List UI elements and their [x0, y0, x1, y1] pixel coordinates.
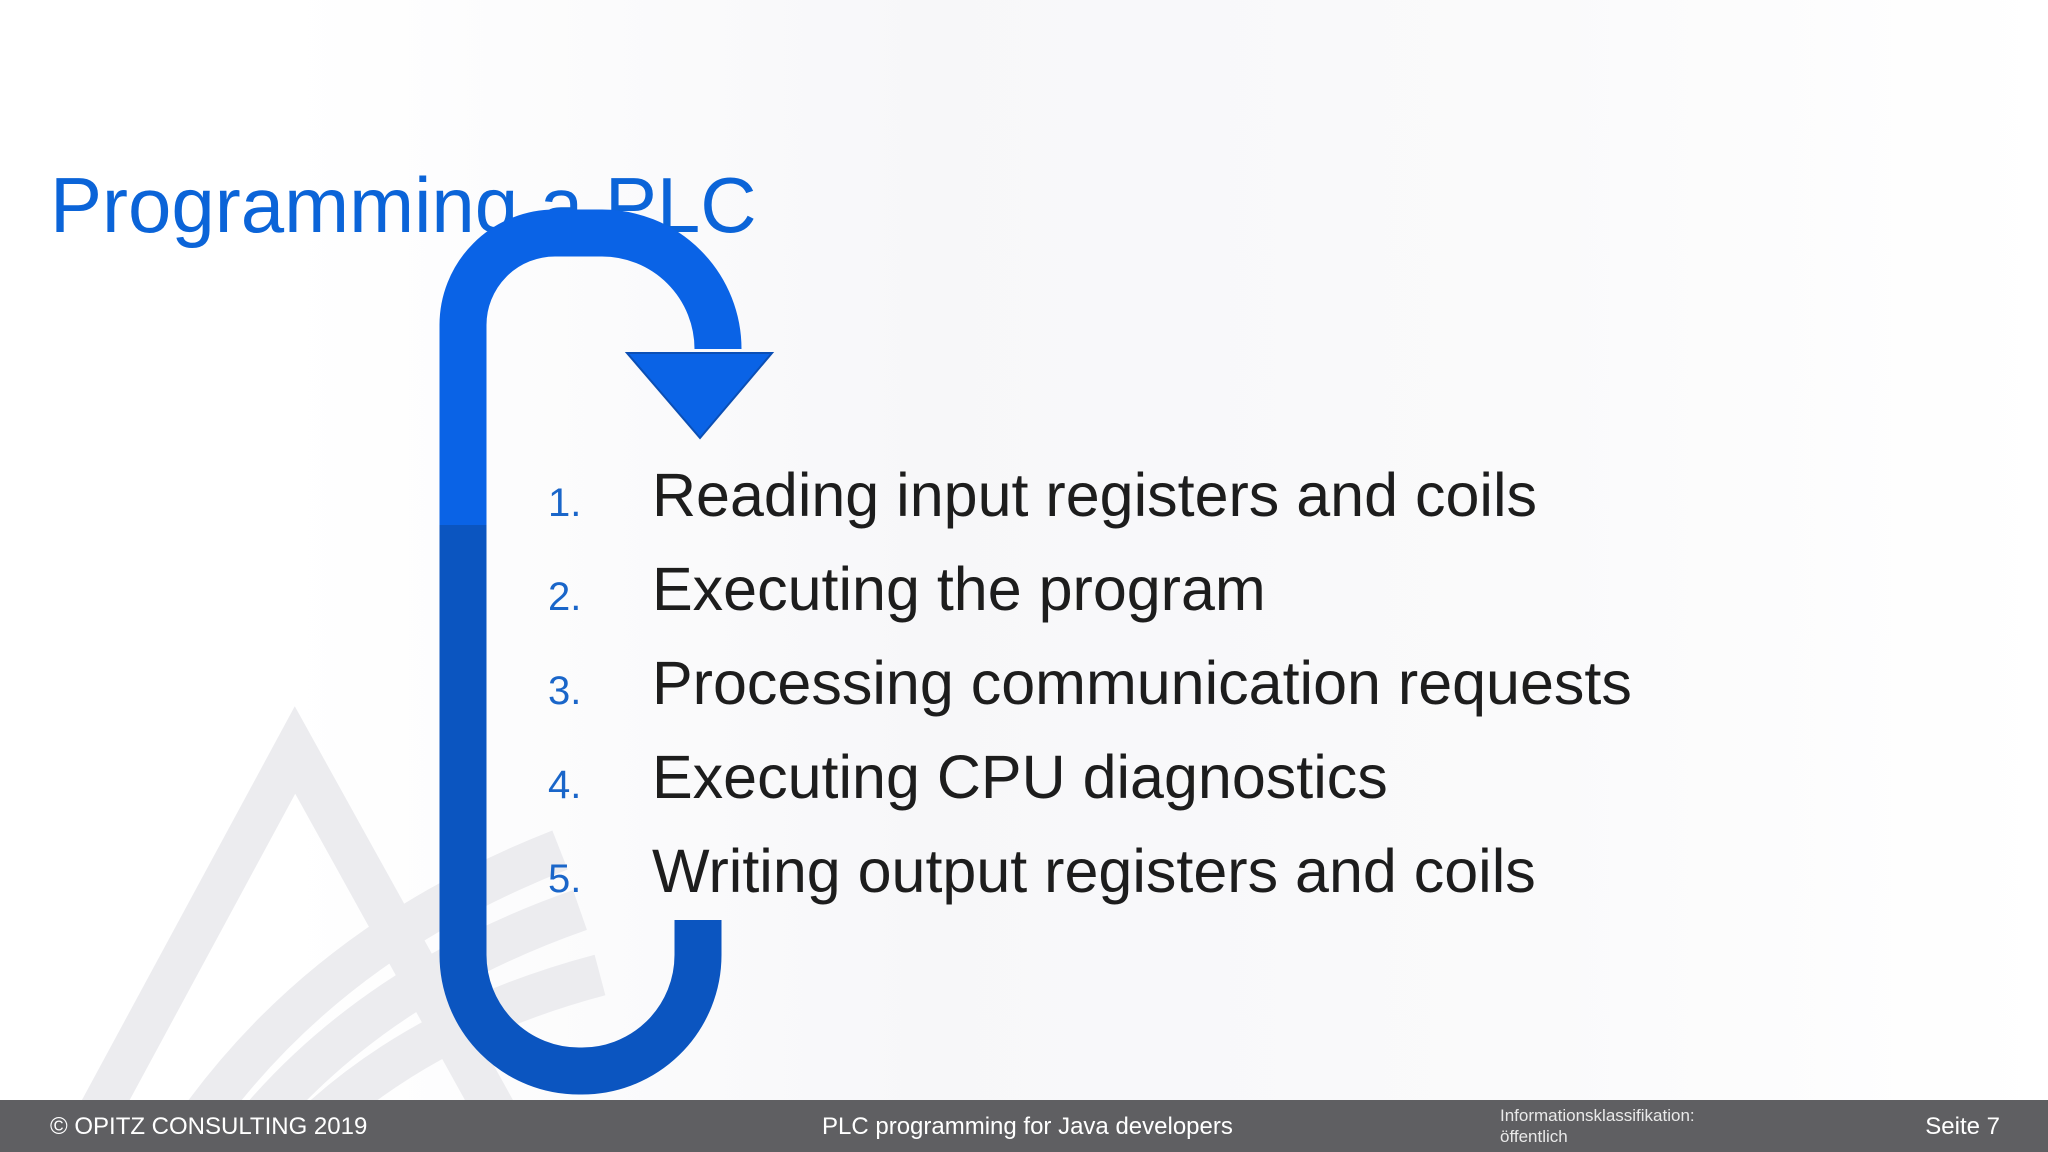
- list-item: 4. Executing CPU diagnostics: [548, 730, 1632, 824]
- footer-classification: Informationsklassifikation: öffentlich: [1500, 1105, 1695, 1147]
- step-number: 1.: [548, 480, 582, 525]
- step-number: 3.: [548, 668, 582, 713]
- classification-label: Informationsklassifikation:: [1500, 1106, 1695, 1125]
- step-text: Executing CPU diagnostics: [652, 743, 1388, 811]
- classification-value: öffentlich: [1500, 1127, 1568, 1146]
- footer-bar: © OPITZ CONSULTING 2019 PLC programming …: [0, 1100, 2048, 1152]
- step-number: 4.: [548, 762, 582, 807]
- footer-copyright: © OPITZ CONSULTING 2019: [50, 1113, 368, 1140]
- watermark-logo-icon: [81, 706, 606, 1100]
- list-item: 3. Processing communication requests: [548, 636, 1632, 730]
- footer-presentation-title: PLC programming for Java developers: [822, 1113, 1233, 1140]
- list-item: 5. Writing output registers and coils: [548, 824, 1632, 918]
- step-text: Reading input registers and coils: [652, 461, 1538, 529]
- step-text: Writing output registers and coils: [652, 837, 1536, 905]
- list-item: 1. Reading input registers and coils: [548, 448, 1632, 542]
- step-number: 5.: [548, 856, 582, 901]
- page-number: Seite 7: [1925, 1113, 2000, 1140]
- list-item: 2. Executing the program: [548, 542, 1632, 636]
- step-text: Executing the program: [652, 555, 1266, 623]
- step-number: 2.: [548, 574, 582, 619]
- step-text: Processing communication requests: [652, 649, 1632, 717]
- step-list: 1. Reading input registers and coils 2. …: [548, 448, 1632, 918]
